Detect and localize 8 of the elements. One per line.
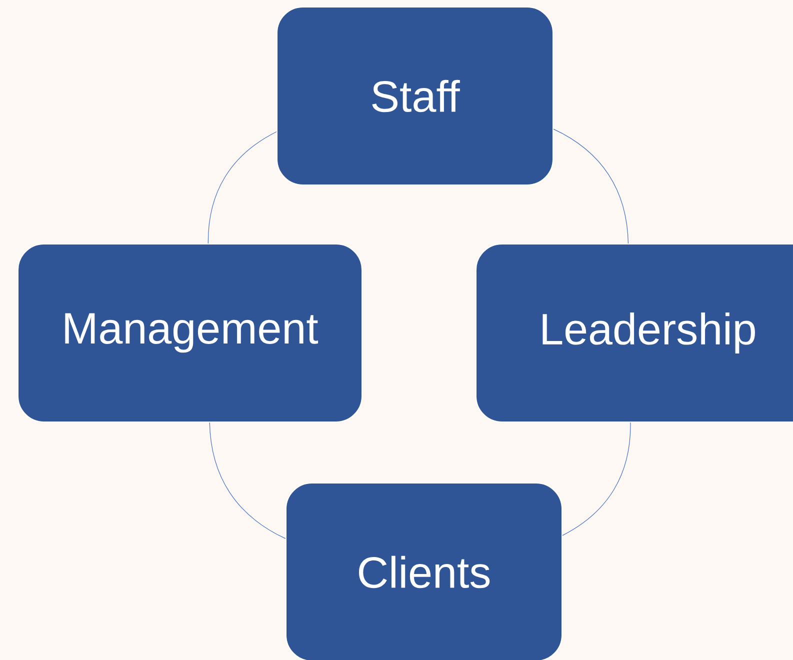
connector-arc bbox=[562, 422, 631, 536]
rounded-box: Staff bbox=[276, 6, 554, 186]
rounded-box: Management bbox=[18, 243, 362, 422]
connector-arc bbox=[209, 422, 286, 539]
connector-arc bbox=[208, 131, 277, 244]
connector-arc bbox=[553, 128, 629, 244]
rounded-box: Clients bbox=[286, 482, 562, 660]
rounded-box: Leadership bbox=[476, 243, 793, 422]
